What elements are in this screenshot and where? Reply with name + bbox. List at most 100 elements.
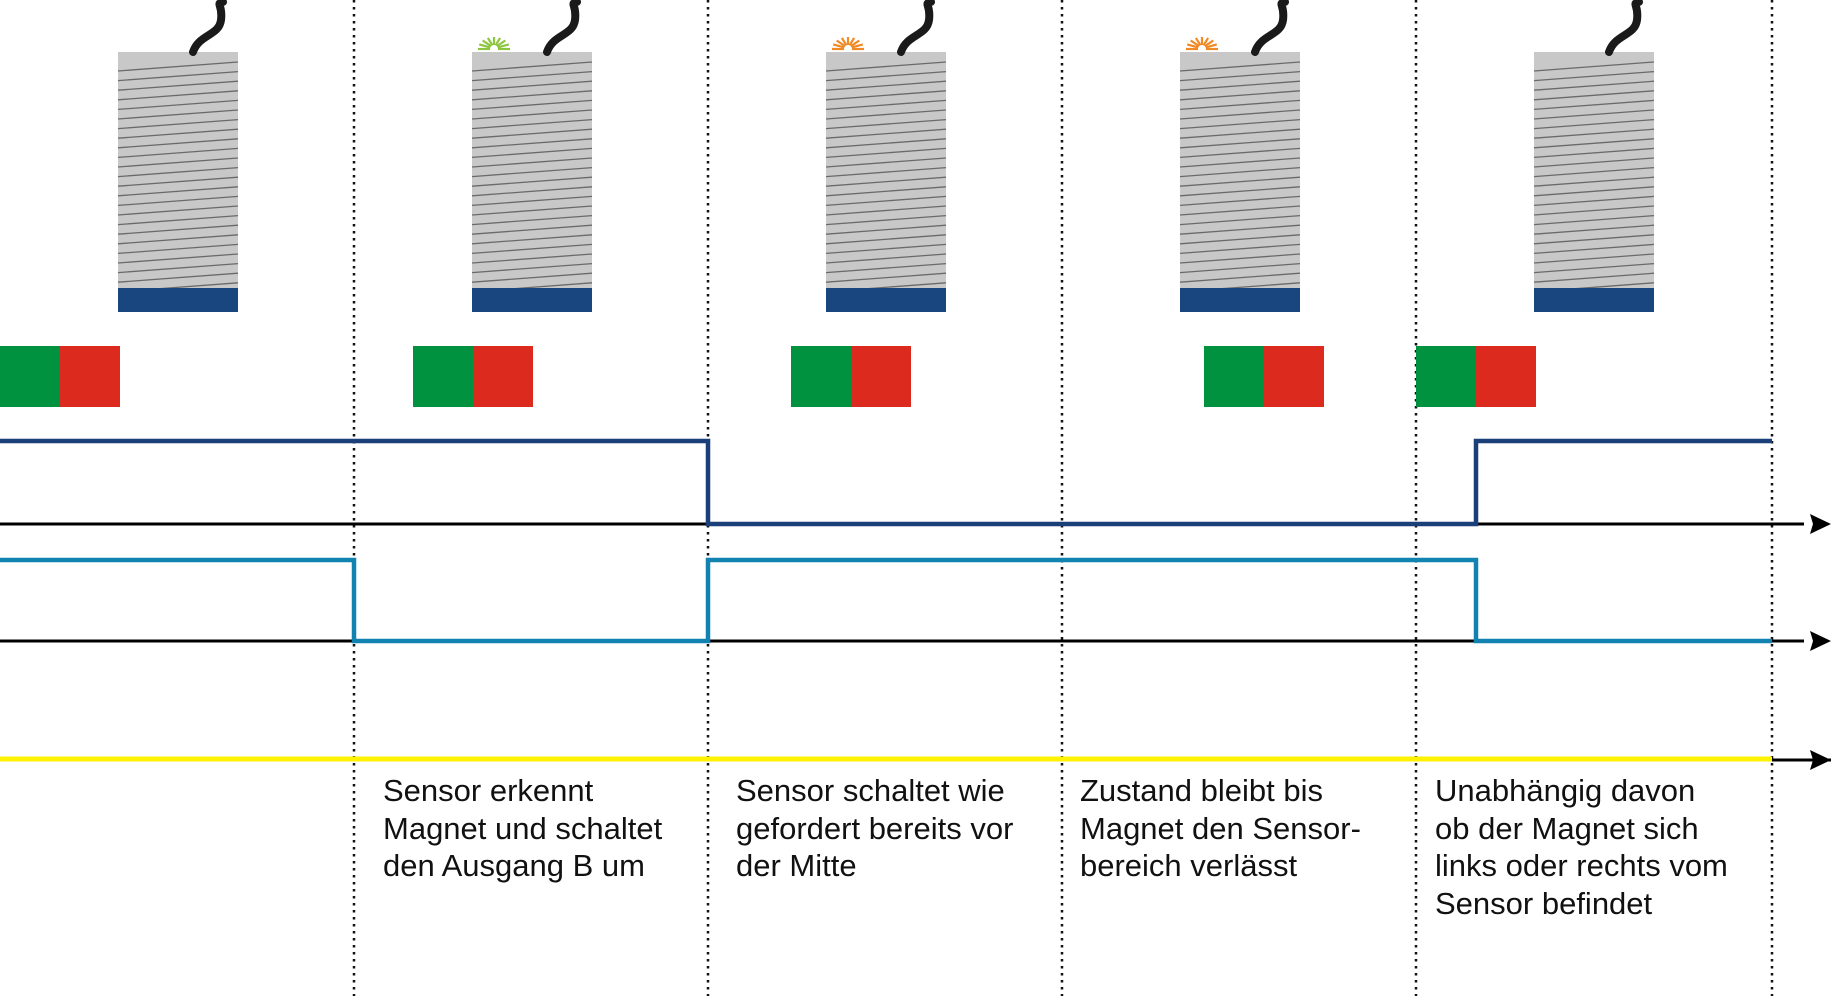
sensor-cable <box>1605 0 1643 56</box>
sensor-thread-line <box>1179 176 1301 187</box>
inductive-sensor-icon <box>471 0 593 312</box>
sensor-thread-line <box>117 195 239 207</box>
led-ray <box>494 37 502 46</box>
bar-magnet-icon <box>1416 346 1536 407</box>
sensor-thread-line <box>117 186 239 197</box>
output-a-trace <box>0 438 1772 527</box>
sensor-face <box>118 288 238 312</box>
phase-4-description: Zustand bleibt bis Magnet den Sensor- be… <box>1080 773 1361 883</box>
sensor-thread-line <box>117 205 239 216</box>
sensor-thread-line <box>1533 186 1655 197</box>
magnet-south-pole <box>60 346 120 407</box>
led-ray <box>836 39 846 48</box>
sensor-thread-line <box>1533 147 1655 159</box>
sensor-thread-line <box>1533 262 1655 274</box>
sensor-thread-line <box>1179 90 1301 101</box>
sensor-thread-line <box>1533 224 1655 235</box>
sensor-thread-line <box>1533 80 1655 91</box>
sensor-thread-line <box>1179 80 1301 91</box>
axis-arrow-icon <box>1810 514 1831 534</box>
sensor-thread-line <box>471 138 593 149</box>
sensor-thread-line <box>471 157 593 168</box>
sensor-thread-line <box>471 272 593 283</box>
sensor-thread-line <box>1533 166 1655 178</box>
sensor-thread-line <box>471 186 593 197</box>
sensor-thread-line <box>825 214 947 226</box>
sensor-thread-line <box>471 253 593 264</box>
magnet-north-pole <box>1204 346 1264 407</box>
magnet-north-pole <box>0 346 60 407</box>
sensor-thread-line <box>825 272 947 283</box>
bar-magnet-icon <box>0 346 120 407</box>
sensor-thread-line <box>117 118 239 130</box>
sensor-thread-line <box>1179 70 1301 82</box>
sensor-thread-line <box>1533 118 1655 130</box>
sensor-thread-line <box>1533 138 1655 149</box>
sensor-thread-line <box>825 224 947 235</box>
led-ray <box>478 43 491 49</box>
sensor-thread-line <box>471 147 593 159</box>
sensor-thread-line <box>1179 186 1301 197</box>
sensor-thread-line <box>471 90 593 101</box>
sensor-thread-line <box>825 253 947 264</box>
sensor-thread-line <box>471 262 593 274</box>
phase-5-description: Unabhängig davon ob der Magnet sich link… <box>1435 773 1728 921</box>
sensor-thread-line <box>825 128 947 139</box>
sensor-thread-line <box>1533 128 1655 139</box>
sensor-cable <box>897 0 935 56</box>
phase-3-description: Sensor schaltet wie gefordert bereits vo… <box>736 773 1014 883</box>
sensor-face <box>472 288 592 312</box>
sensor-thread-line <box>825 205 947 216</box>
sensor-thread-line <box>471 224 593 235</box>
sensor-thread-line <box>825 61 947 72</box>
sensor-thread-line <box>117 157 239 168</box>
led-ray <box>1202 37 1210 46</box>
inductive-sensor-icon <box>1179 0 1301 312</box>
sensor-thread-line <box>825 99 947 111</box>
sensor-thread-line <box>1533 234 1655 245</box>
led-ray <box>1190 39 1200 48</box>
time-axis <box>1770 750 1831 770</box>
sensor-thread-line <box>471 70 593 82</box>
sensor-thread-line <box>117 61 239 72</box>
sensor-thread-line <box>471 176 593 187</box>
bar-magnet-icon <box>791 346 911 407</box>
led-ray <box>848 37 856 46</box>
sensor-thread-line <box>1179 138 1301 149</box>
phase-2-description: Sensor erkennt Magnet und schaltet den A… <box>383 773 663 883</box>
sensor-thread-line <box>1179 128 1301 139</box>
sensor-thread-line <box>117 128 239 139</box>
sensor-thread-line <box>1179 214 1301 226</box>
sensor-thread-line <box>1533 99 1655 111</box>
sensor-thread-line <box>471 109 593 120</box>
magnet-south-pole <box>473 346 533 407</box>
sensor-thread-line <box>117 272 239 283</box>
sensor-thread-line <box>1179 61 1301 72</box>
sensor-cable <box>543 0 581 56</box>
sensor-thread-line <box>117 138 239 149</box>
sensor-thread-line <box>825 243 947 255</box>
sensor-thread-line <box>1179 195 1301 207</box>
sensor-thread-line <box>1533 61 1655 72</box>
axis-arrow-icon <box>1810 750 1831 770</box>
sensor-face <box>1180 288 1300 312</box>
sensor-thread-line <box>825 109 947 120</box>
sensor-thread-line <box>471 80 593 91</box>
led-ray <box>840 37 848 46</box>
led-ray <box>851 43 864 49</box>
led-ray <box>486 37 494 46</box>
sensor-cable <box>189 0 227 56</box>
sensor-thread-line <box>825 234 947 245</box>
sensor-thread-line <box>117 224 239 235</box>
sensor-thread-line <box>117 90 239 101</box>
sensor-thread-line <box>825 176 947 187</box>
magnet-north-pole <box>791 346 851 407</box>
sensor-thread-line <box>1179 262 1301 274</box>
sensor-thread-line <box>1533 176 1655 187</box>
sensor-thread-line <box>825 90 947 101</box>
sensor-thread-line <box>825 138 947 149</box>
sensor-face <box>1534 288 1654 312</box>
led-ray <box>1205 43 1218 49</box>
sensor-thread-line <box>1533 243 1655 255</box>
led-ray <box>482 39 492 48</box>
